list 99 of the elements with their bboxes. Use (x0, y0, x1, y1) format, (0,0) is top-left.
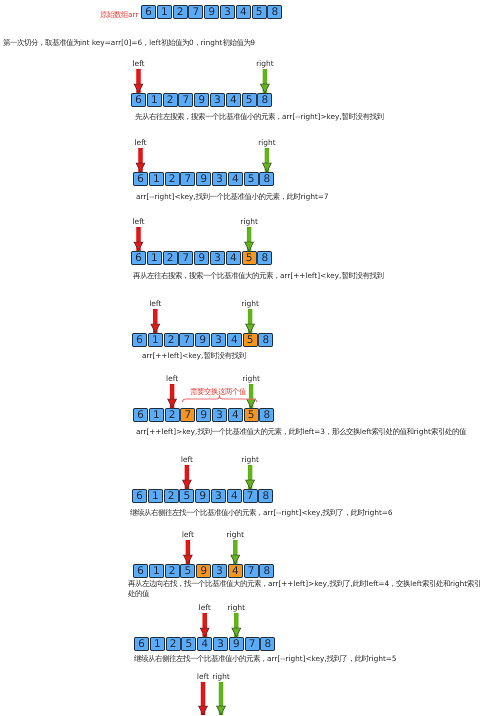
array-cell: 7 (180, 408, 196, 422)
array-cell: 1 (148, 172, 164, 186)
array-cell: 8 (258, 489, 274, 503)
array-cell: 3 (212, 564, 227, 578)
array-cell: 4 (226, 333, 242, 347)
array-cell: 2 (164, 564, 180, 578)
array-cell: 5 (180, 564, 196, 578)
array-cell: 6 (133, 564, 148, 578)
array-cell: 1 (156, 5, 172, 19)
array-cell: 6 (131, 251, 146, 265)
array-cell: 8 (259, 172, 274, 186)
array-cell: 3 (212, 172, 227, 186)
array-cell: 8 (267, 5, 282, 19)
pointer-arrow (244, 227, 254, 252)
array-cell: 7 (242, 489, 258, 503)
array-cell: 2 (166, 637, 181, 651)
array-cell: 3 (213, 637, 228, 651)
array-cell: 5 (242, 93, 257, 107)
array-cell: 8 (259, 408, 274, 422)
array-cell: 6 (132, 333, 147, 347)
array-cell: 1 (148, 489, 163, 503)
pointer-arrow (134, 227, 144, 252)
array-cell: 8 (259, 564, 274, 578)
array-cell: 1 (146, 93, 162, 107)
pointer-arrow (260, 69, 270, 94)
array-cell: 8 (258, 333, 274, 347)
array-cell: 6 (133, 172, 148, 186)
array-cell: 2 (162, 251, 178, 265)
array-cell: 1 (150, 637, 165, 651)
array-cell: 9 (196, 408, 212, 422)
array-cell: 3 (210, 251, 225, 265)
array-cell: 8 (260, 637, 276, 651)
array-cell: 4 (236, 5, 251, 19)
array-cell: 6 (131, 93, 146, 107)
array-cell: 4 (197, 637, 212, 651)
array-cell: 5 (181, 637, 196, 651)
array-cell: 2 (164, 408, 180, 422)
pointer-arrow (134, 69, 144, 94)
array-cell: 7 (244, 564, 259, 578)
array-cell: 9 (196, 172, 212, 186)
pointer-arrow (200, 613, 210, 638)
array-cell: 4 (226, 489, 242, 503)
array-cell: 1 (146, 251, 162, 265)
array-cell: 4 (228, 172, 243, 186)
pointer-arrow (198, 682, 208, 716)
array-cell: 2 (164, 172, 180, 186)
array-cell: 9 (195, 333, 210, 347)
array-cell: 7 (180, 172, 196, 186)
array-cell: 7 (178, 251, 194, 265)
pointer-arrow (262, 148, 272, 172)
array-cell: 7 (178, 93, 194, 107)
array-cell: 9 (204, 5, 220, 19)
pointer-arrow (183, 540, 193, 564)
array-cell: 1 (148, 333, 163, 347)
array-cell: 5 (242, 251, 257, 265)
array-cell: 1 (148, 564, 164, 578)
array-cell: 7 (244, 637, 260, 651)
array-cell: 5 (179, 489, 194, 503)
array-cell: 3 (211, 333, 226, 347)
array-cell: 7 (179, 333, 194, 347)
array-cell: 9 (195, 489, 210, 503)
array-cell: 2 (164, 489, 179, 503)
pointer-arrow (230, 540, 240, 564)
array-cell: 9 (196, 564, 212, 578)
array-cell: 6 (132, 489, 147, 503)
array-cell: 2 (172, 5, 188, 19)
array-cell: 6 (134, 637, 149, 651)
pointer-arrow (216, 682, 226, 716)
array-cell: 5 (244, 172, 259, 186)
pointer-arrow (136, 148, 146, 172)
array-cell: 4 (226, 251, 241, 265)
array-cell: 4 (226, 93, 241, 107)
array-cell: 5 (242, 333, 258, 347)
array-cell: 3 (212, 408, 227, 422)
pointer-arrow (182, 465, 192, 490)
array-cell: 4 (228, 408, 243, 422)
array-cell: 1 (148, 408, 164, 422)
array-cell: 2 (162, 93, 178, 107)
array-cell: 2 (164, 333, 179, 347)
array-cell: 3 (220, 5, 235, 19)
array-cell: 9 (194, 93, 210, 107)
array-cell: 4 (228, 564, 243, 578)
array-cell: 3 (210, 93, 225, 107)
array-cell: 6 (133, 408, 148, 422)
array-cell: 3 (211, 489, 226, 503)
array-cell: 7 (188, 5, 204, 19)
array-cell: 9 (228, 637, 244, 651)
pointer-arrow (150, 309, 160, 334)
array-cell: 9 (194, 251, 210, 265)
pointer-arrow (246, 384, 256, 408)
array-cell: 6 (141, 5, 156, 19)
pointer-arrow (167, 384, 177, 408)
pointer-arrow (245, 465, 255, 490)
array-cell: 5 (244, 408, 259, 422)
array-cell: 8 (257, 251, 272, 265)
pointer-arrow (245, 309, 255, 334)
array-cell: 8 (257, 93, 272, 107)
pointer-arrow (232, 613, 242, 638)
array-cell: 5 (252, 5, 267, 19)
